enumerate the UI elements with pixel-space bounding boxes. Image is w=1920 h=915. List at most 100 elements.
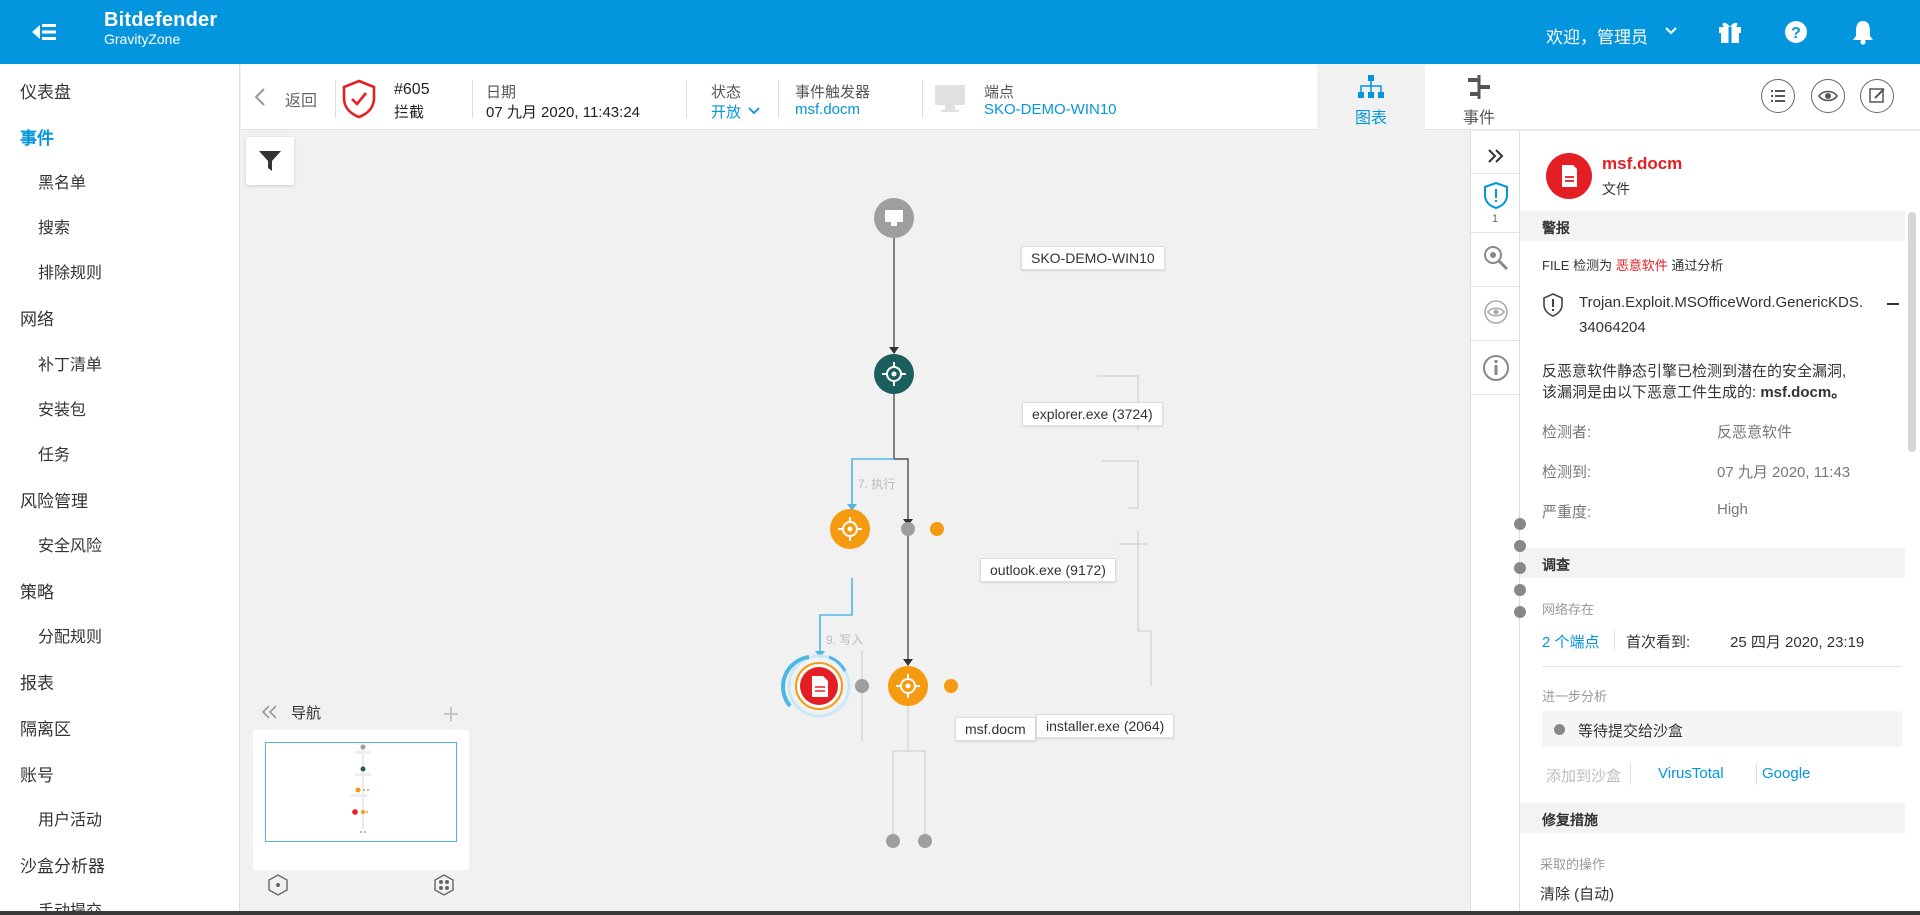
- node-label-installer[interactable]: installer.exe (2064): [1036, 714, 1175, 738]
- collapse-panel-icon[interactable]: [1480, 141, 1512, 173]
- incident-action: 拦截: [394, 104, 425, 121]
- node-label-explorer[interactable]: explorer.exe (3724): [1022, 402, 1163, 426]
- detection-highlight: 恶意软件: [1615, 258, 1668, 273]
- sidebar-item-packages[interactable]: 安装包: [38, 402, 87, 419]
- collapse-threat-button[interactable]: [1887, 303, 1899, 305]
- minimap-graph: [351, 744, 371, 833]
- sidebar-item-exclusion-rules[interactable]: 排除规则: [38, 265, 103, 282]
- outlook-process-node[interactable]: [830, 509, 870, 549]
- list-icon: [1771, 90, 1785, 102]
- collapsed-node[interactable]: [855, 679, 869, 693]
- node-label-endpoint[interactable]: SKO-DEMO-WIN10: [1021, 246, 1165, 270]
- further-analysis-label: 进一步分析: [1542, 689, 1608, 704]
- sidebar-item-risk-management[interactable]: 风险管理: [20, 492, 88, 511]
- endpoints-link[interactable]: 2 个端点: [1542, 634, 1600, 651]
- sandbox-pending-text: 等待提交给沙盒: [1578, 723, 1684, 740]
- app-logo[interactable]: Bitdefender GravityZone: [104, 10, 217, 46]
- incident-graph: 7. 执行 9. 写入: [781, 198, 1152, 848]
- explorer-process-node[interactable]: [874, 354, 914, 394]
- google-link[interactable]: Google: [1762, 765, 1811, 782]
- bell-icon[interactable]: [1849, 18, 1877, 46]
- back-link[interactable]: 返回: [285, 93, 318, 110]
- expand-all-icon[interactable]: [433, 874, 455, 896]
- investigate-icon[interactable]: [1480, 242, 1512, 274]
- graph-navigator: 导航: [253, 694, 469, 904]
- edge-arrow: [889, 347, 899, 354]
- welcome-user[interactable]: 欢迎，管理员: [1546, 28, 1648, 47]
- virustotal-link[interactable]: VirusTotal: [1658, 765, 1724, 782]
- edit-button[interactable]: [1860, 79, 1894, 113]
- description-line2-prefix: 该漏洞是由以下恶意工件生成的:: [1542, 384, 1757, 401]
- sidebar-item-sandbox-analyzer[interactable]: 沙盒分析器: [20, 857, 105, 876]
- collapse-navigator-icon[interactable]: [261, 704, 279, 720]
- tab-graph[interactable]: 图表: [1317, 64, 1425, 130]
- tab-events[interactable]: 事件: [1425, 64, 1533, 130]
- shield-check-icon: [342, 79, 376, 119]
- sidebar-item-accounts[interactable]: 账号: [20, 766, 54, 785]
- first-seen-label: 首次看到:: [1626, 634, 1691, 651]
- timeline-dots[interactable]: [1514, 518, 1526, 618]
- filter-icon: [259, 151, 281, 171]
- sidebar-item-policies[interactable]: 策略: [20, 583, 54, 602]
- collapsed-node[interactable]: [918, 834, 932, 848]
- sidebar-item-network[interactable]: 网络: [20, 310, 54, 329]
- action-taken-label: 采取的操作: [1540, 857, 1606, 872]
- move-icon[interactable]: [443, 706, 459, 722]
- chevron-left-icon[interactable]: [253, 87, 267, 107]
- sidebar-item-incidents[interactable]: 事件: [20, 129, 54, 148]
- gift-icon[interactable]: [1716, 18, 1744, 46]
- zoom-fit-icon[interactable]: [267, 874, 289, 896]
- status-dot: [1554, 724, 1565, 735]
- collapsed-node[interactable]: [901, 522, 915, 536]
- sidebar-item-user-activity[interactable]: 用户活动: [38, 812, 103, 829]
- divider: [1471, 340, 1519, 341]
- sidebar-item-patch-inventory[interactable]: 补丁清单: [38, 357, 103, 374]
- collapse-menu-icon[interactable]: [30, 20, 58, 44]
- endpoint-link[interactable]: SKO-DEMO-WIN10: [984, 101, 1117, 118]
- top-bar: Bitdefender GravityZone 欢迎，管理员 ?: [0, 0, 1920, 64]
- info-icon[interactable]: [1480, 352, 1512, 384]
- target-button[interactable]: [1811, 79, 1845, 113]
- endpoint-node[interactable]: [874, 198, 914, 238]
- collapsed-node[interactable]: [930, 522, 944, 536]
- logo-brand: Bitdefender: [104, 9, 218, 31]
- help-icon[interactable]: ?: [1782, 18, 1810, 46]
- trigger-link[interactable]: msf.docm: [795, 101, 861, 118]
- status-dropdown[interactable]: 开放: [711, 104, 742, 121]
- node-label-outlook[interactable]: outlook.exe (9172): [980, 558, 1116, 582]
- alert-shield-icon[interactable]: [1480, 179, 1512, 211]
- chevron-down-icon[interactable]: [747, 106, 761, 116]
- installer-process-node[interactable]: [888, 666, 928, 706]
- chevron-down-icon[interactable]: [1664, 26, 1678, 36]
- sidebar-item-dashboard[interactable]: 仪表盘: [20, 83, 71, 102]
- sidebar-item-assignment-rules[interactable]: 分配规则: [38, 629, 103, 646]
- sidebar-item-search[interactable]: 搜索: [38, 220, 71, 237]
- node-label-msf[interactable]: msf.docm: [955, 717, 1036, 741]
- detected-by-value: 反恶意软件: [1717, 424, 1793, 441]
- collapsed-node[interactable]: [944, 679, 958, 693]
- navigator-minimap[interactable]: [253, 730, 469, 870]
- sidebar-item-security-risks[interactable]: 安全风险: [38, 538, 103, 555]
- remediation-section-header: 修复措施: [1520, 803, 1905, 833]
- tab-graph-label: 图表: [1354, 110, 1387, 127]
- edge-label-execute: 7. 执行: [858, 477, 895, 491]
- divider: [335, 80, 336, 118]
- add-to-sandbox-link[interactable]: 添加到沙盒: [1546, 768, 1622, 785]
- sidebar-item-quarantine[interactable]: 隔离区: [20, 720, 71, 739]
- incident-id: #605: [394, 81, 430, 98]
- collapsed-node[interactable]: [886, 834, 900, 848]
- sidebar-item-reports[interactable]: 报表: [20, 674, 54, 693]
- sidebar-item-tasks[interactable]: 任务: [38, 447, 71, 464]
- malicious-file-node[interactable]: [781, 654, 851, 718]
- details-scrollbar[interactable]: [1908, 212, 1916, 452]
- divider: [1471, 173, 1519, 174]
- filter-button[interactable]: [246, 137, 294, 185]
- remediation-eye-icon[interactable]: [1480, 296, 1512, 328]
- graph-tree-icon: [1358, 75, 1384, 98]
- navigator-viewport[interactable]: [265, 742, 457, 842]
- sidebar: 仪表盘 事件 黑名单 搜索 排除规则 网络 补丁清单 安装包 任务 风险管理 安…: [0, 64, 240, 915]
- sidebar-item-blocklist[interactable]: 黑名单: [38, 175, 87, 192]
- sandbox-status-box: 等待提交给沙盒: [1542, 711, 1902, 747]
- tab-events-label: 事件: [1462, 110, 1495, 127]
- notes-button[interactable]: [1761, 79, 1795, 113]
